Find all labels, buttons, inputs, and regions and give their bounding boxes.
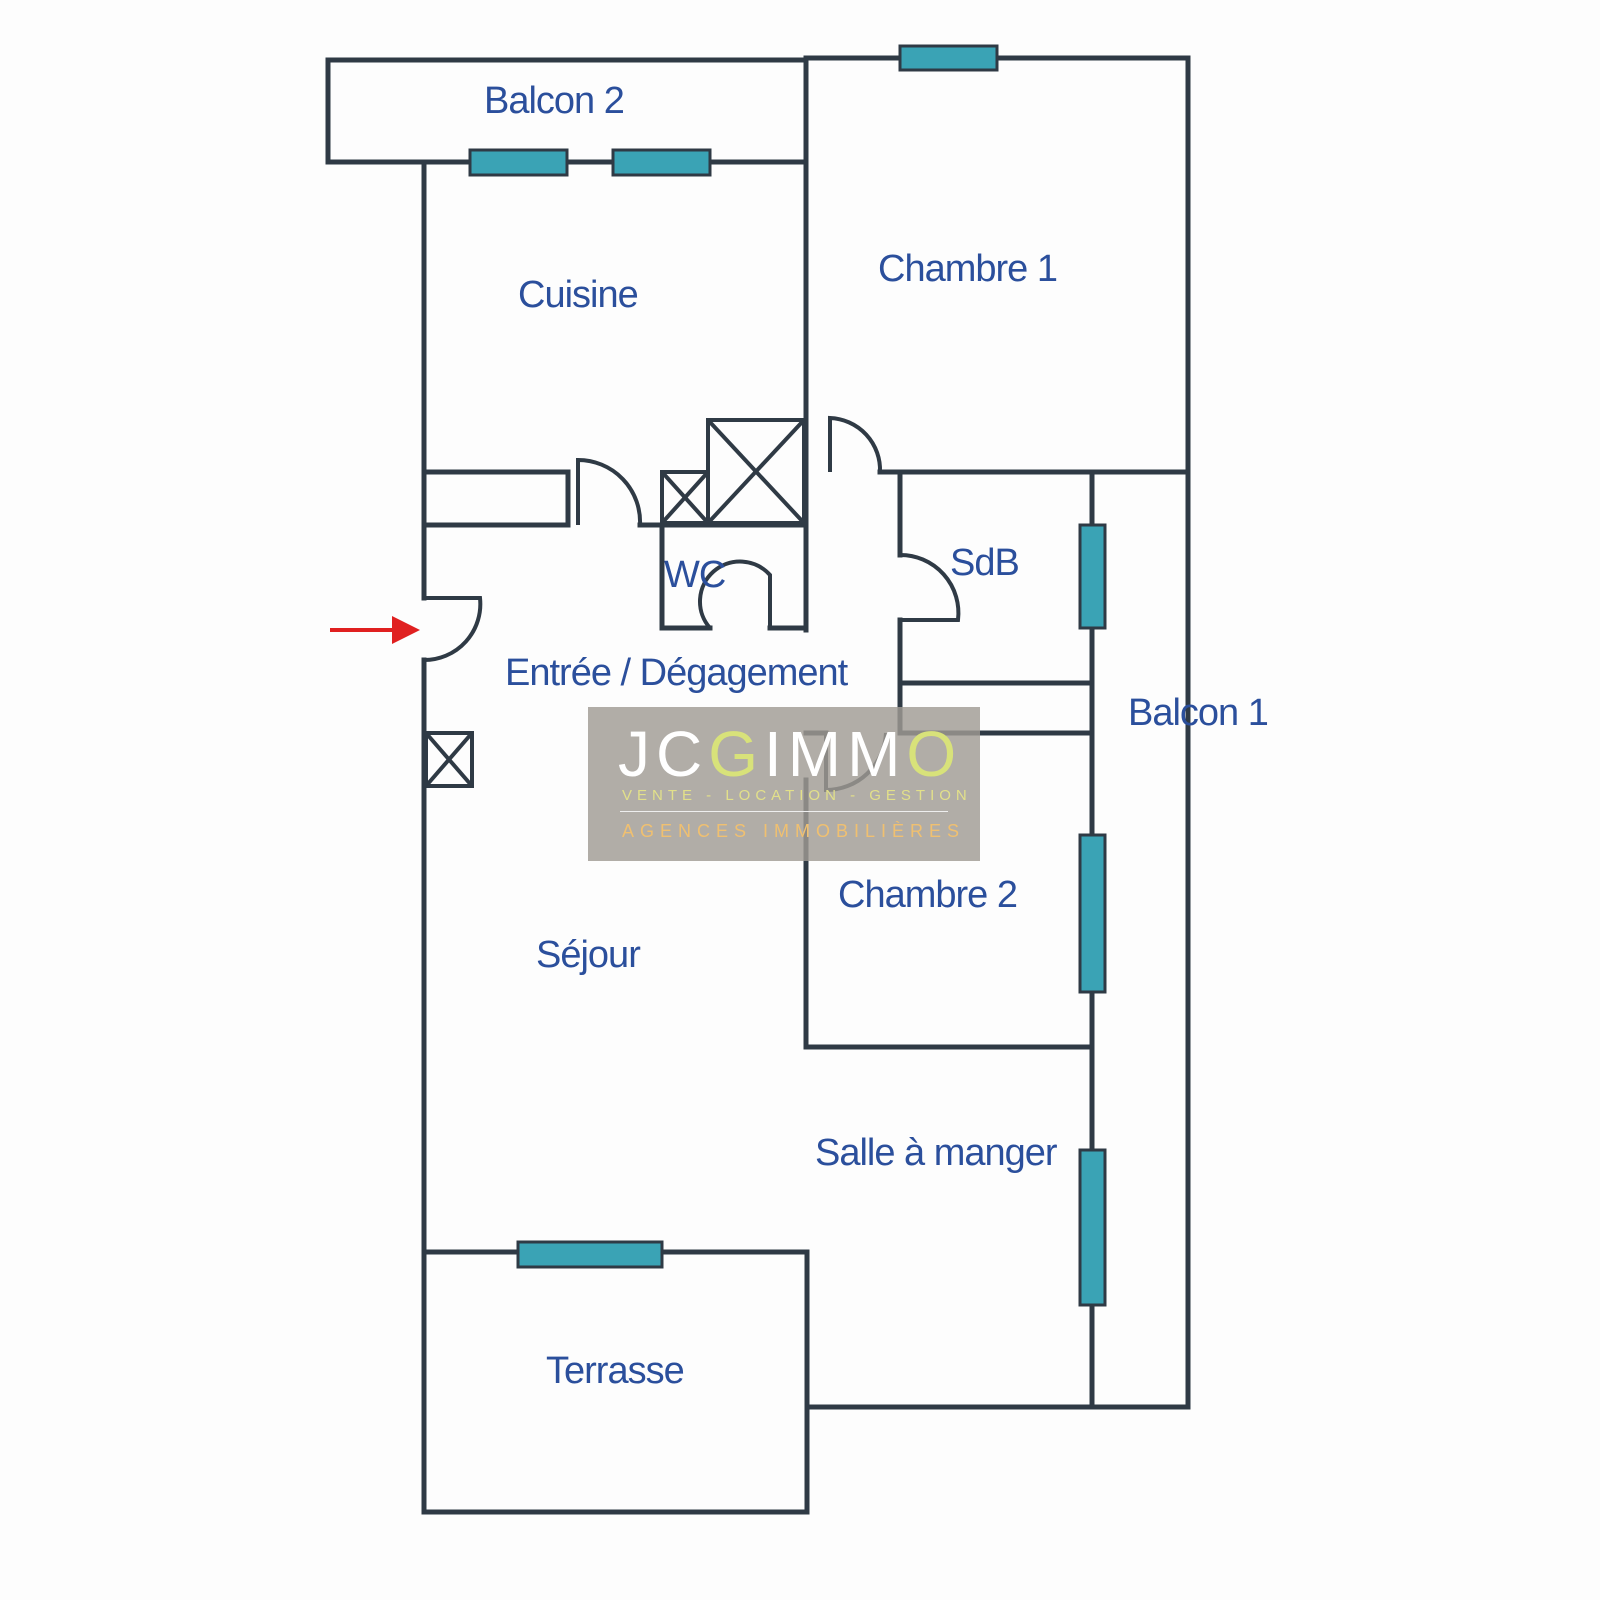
agency-watermark-logo: JCGIMMO VENTE - LOCATION - GESTION AGENC… xyxy=(588,707,980,861)
room-label-cuisine: Cuisine xyxy=(518,274,639,316)
windows xyxy=(468,44,1107,1307)
room-label-chambre-2: Chambre 2 xyxy=(838,874,1018,916)
watermark-divider xyxy=(620,811,948,812)
room-label-sdb: SdB xyxy=(950,542,1020,584)
watermark-tagline: VENTE - LOCATION - GESTION xyxy=(622,787,972,804)
room-label-terrasse: Terrasse xyxy=(546,1350,685,1392)
watermark-brand: JCGIMMO xyxy=(618,718,963,790)
room-label-sejour: Séjour xyxy=(536,934,641,976)
watermark-subtitle: AGENCES IMMOBILIÈRES xyxy=(622,821,966,841)
room-label-wc: WC xyxy=(664,554,726,596)
room-label-balcon-1: Balcon 1 xyxy=(1128,692,1269,734)
entry-arrow-icon xyxy=(330,616,420,644)
room-label-salle-a-manger: Salle à manger xyxy=(815,1132,1058,1174)
shafts xyxy=(424,418,806,788)
room-label-entree: Entrée / Dégagement xyxy=(505,652,848,694)
room-label-chambre-1: Chambre 1 xyxy=(878,248,1058,290)
room-label-balcon-2: Balcon 2 xyxy=(484,80,625,122)
